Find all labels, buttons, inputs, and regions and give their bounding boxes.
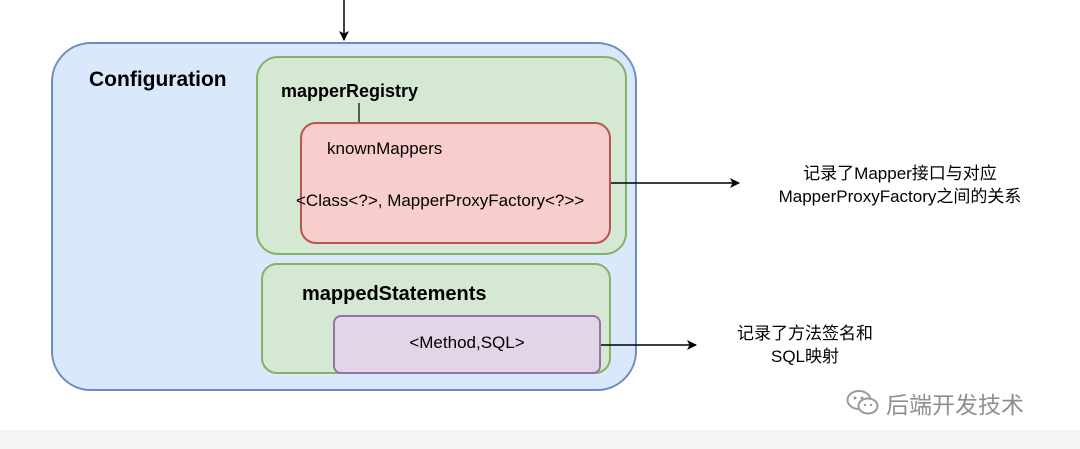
known-mappers-label: knownMappers — [327, 139, 443, 158]
mapped-statements-note-line2: SQL映射 — [770, 347, 840, 366]
method-sql-label: <Method,SQL> — [409, 333, 525, 352]
mapped-statements-label: mappedStatements — [302, 283, 487, 305]
mapper-registry-label: mapperRegistry — [281, 81, 419, 101]
watermark: 后端开发技术 — [846, 386, 1024, 420]
configuration-label: Configuration — [89, 68, 227, 91]
wechat-icon — [846, 390, 879, 415]
watermark-text: 后端开发技术 — [886, 393, 1024, 419]
known-mappers-note: 记录了Mapper接口与对应 MapperProxyFactory之间的关系 — [740, 162, 1060, 208]
bottom-band — [0, 430, 1080, 449]
method-sql-box — [333, 315, 601, 374]
mapped-statements-note-line1: 记录了方法签名和 — [737, 324, 873, 343]
known-mappers-note-line1: 记录了Mapper接口与对应 — [803, 164, 997, 183]
known-mappers-box — [300, 122, 611, 244]
mapped-statements-note: 记录了方法签名和 SQL映射 — [700, 322, 910, 368]
known-mappers-note-line2: MapperProxyFactory之间的关系 — [778, 187, 1022, 206]
known-mappers-type-label: <Class<?>, MapperProxyFactory<?>> — [296, 191, 585, 210]
